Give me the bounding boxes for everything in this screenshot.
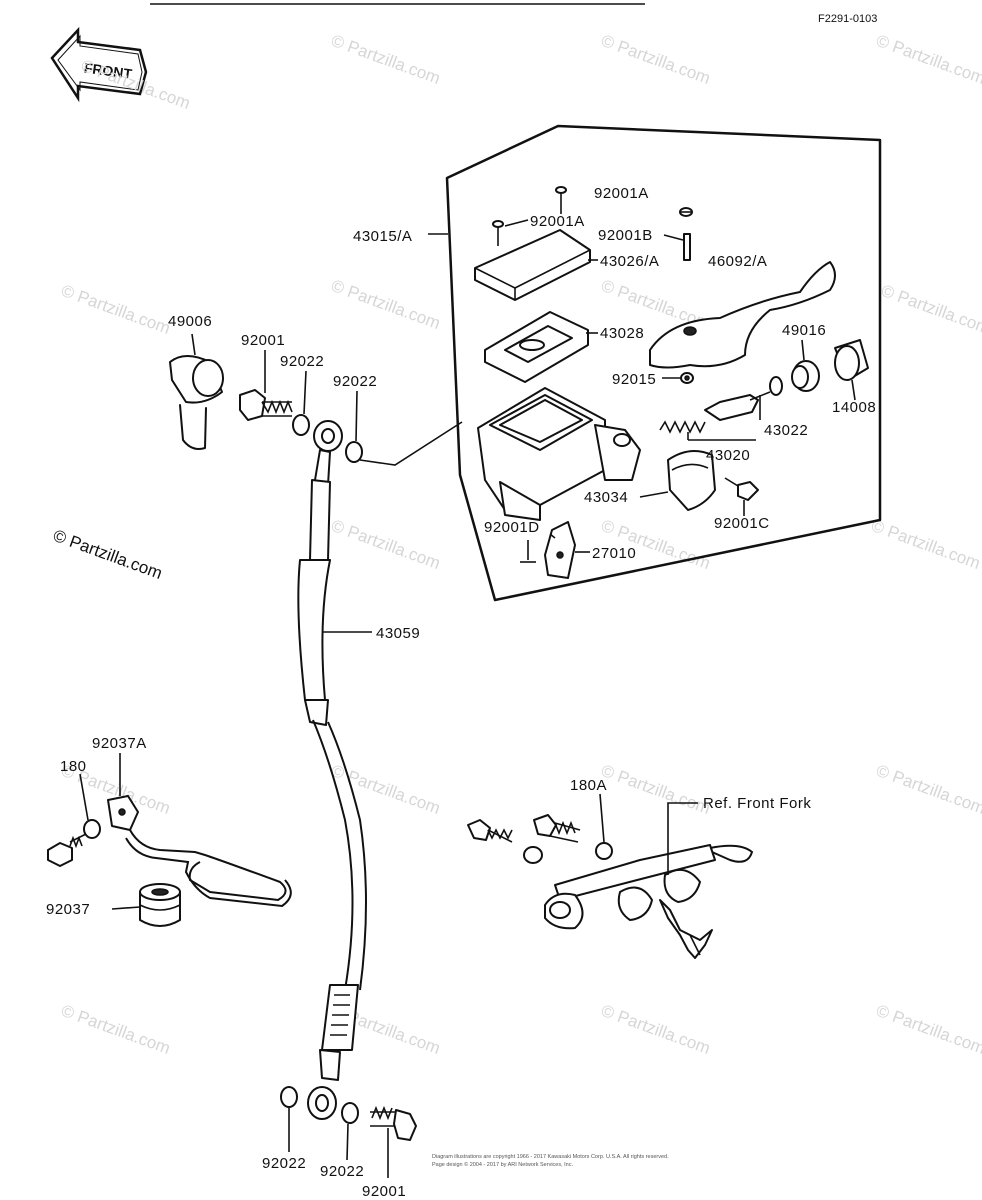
banjo-bolt-92001-bottom [370, 1105, 417, 1141]
footer-copyright-2: Page design © 2004 - 2017 by ARI Network… [432, 1161, 573, 1168]
label-43026a: 43026/A [600, 253, 659, 270]
master-cylinder-body [477, 387, 641, 521]
washer-180a [595, 842, 613, 860]
label-92001c: 92001C [714, 515, 770, 532]
label-92037a: 92037A [92, 735, 147, 752]
watermark-14: © Partzilla.com [599, 761, 713, 818]
washer-43022 [769, 376, 783, 396]
watermark-16: © Partzilla.com [59, 1001, 173, 1058]
label-92001a-mid: 92001A [530, 213, 585, 230]
brake-hose-43059 [297, 479, 367, 1081]
label-92022-a: 92022 [280, 353, 324, 370]
label-92001a-top: 92001A [594, 185, 649, 202]
front-arrow-icon: FRONT [50, 26, 148, 103]
diaphragm [484, 311, 589, 383]
switch-27010 [544, 521, 576, 579]
label-180: 180 [60, 758, 87, 775]
banjo-bolt-92001-top [239, 389, 293, 421]
banjo-fitting-top [313, 420, 343, 486]
bolt-92001c [724, 477, 759, 501]
watermark-15: © Partzilla.com [874, 761, 982, 818]
washer-fork-left [523, 846, 543, 864]
clamp-43034 [667, 450, 716, 511]
piston-spring [659, 391, 771, 434]
watermark-8: © Partzilla.com [879, 281, 982, 338]
washer-92022-b [345, 441, 363, 463]
screw-92001a-top [555, 186, 567, 214]
label-92022-b: 92022 [333, 373, 377, 390]
watermark-3: © Partzilla.com [599, 31, 713, 88]
brake-lever [649, 261, 836, 369]
grommet-92037 [139, 883, 181, 927]
label-49006: 49006 [168, 313, 212, 330]
label-43028: 43028 [600, 325, 644, 342]
label-180a: 180A [570, 777, 607, 794]
watermark-5: © Partzilla.com [59, 281, 173, 338]
nut-92015 [680, 372, 694, 384]
cap-49006 [169, 355, 224, 450]
label-92022-bottom-2: 92022 [320, 1163, 364, 1180]
watermark-9: © Partzilla.com [329, 516, 443, 573]
watermark-6: © Partzilla.com [329, 276, 443, 333]
watermark-18: © Partzilla.com [599, 1001, 713, 1058]
watermark-prominent: © Partzilla.com [51, 526, 165, 583]
leader-lines [79, 219, 856, 1178]
label-43020: 43020 [706, 447, 750, 464]
label-ref-front-fork: Ref. Front Fork [703, 795, 811, 812]
watermark-2: © Partzilla.com [329, 31, 443, 88]
label-43059: 43059 [376, 625, 420, 642]
bolt-left-clamp [47, 833, 87, 867]
watermark-11: © Partzilla.com [869, 516, 982, 573]
reservoir-cover [474, 229, 591, 301]
bolt-fork-180a [533, 814, 581, 843]
label-14008: 14008 [832, 399, 876, 416]
pin-92001b [679, 207, 693, 261]
label-92015: 92015 [612, 371, 656, 388]
label-27010: 27010 [592, 545, 636, 562]
label-49016: 49016 [782, 322, 826, 339]
watermark-layer: © Partzilla.com © Partzilla.com © Partzi… [59, 31, 982, 1058]
label-92001d: 92001D [484, 519, 540, 536]
boot-14008 [834, 339, 869, 381]
dust-seal-49016 [791, 360, 820, 392]
hose-clamp-92037a [107, 795, 292, 908]
screw-92001a-mid [492, 220, 504, 246]
master-cylinder-group-outline [445, 124, 882, 602]
label-43022: 43022 [764, 422, 808, 439]
figure-code: F2291-0103 [818, 13, 877, 25]
screw-92001d [520, 540, 536, 563]
watermark-4: © Partzilla.com [874, 31, 982, 88]
label-92001-left: 92001 [241, 332, 285, 349]
washer-92022-bottom-2 [341, 1102, 359, 1124]
washer-92022-a [292, 414, 310, 436]
label-46092a: 46092/A [708, 253, 767, 270]
banjo-fitting-bottom [307, 1086, 337, 1120]
watermark-19: © Partzilla.com [874, 1001, 982, 1058]
label-43015a: 43015/A [353, 228, 412, 245]
bolt-fork-1 [467, 819, 513, 843]
label-43034: 43034 [584, 489, 628, 506]
label-92001b: 92001B [598, 227, 653, 244]
front-arrow-label: FRONT [83, 59, 133, 82]
label-92001-bottom: 92001 [362, 1183, 406, 1200]
footer-copyright-1: Diagram illustrations are copyright 1966… [432, 1154, 669, 1160]
fork-bracket-assembly [544, 844, 754, 959]
washer-180 [83, 819, 101, 839]
label-92022-bottom-1: 92022 [262, 1155, 306, 1172]
washer-92022-bottom-1 [280, 1086, 298, 1108]
label-92037: 92037 [46, 901, 90, 918]
